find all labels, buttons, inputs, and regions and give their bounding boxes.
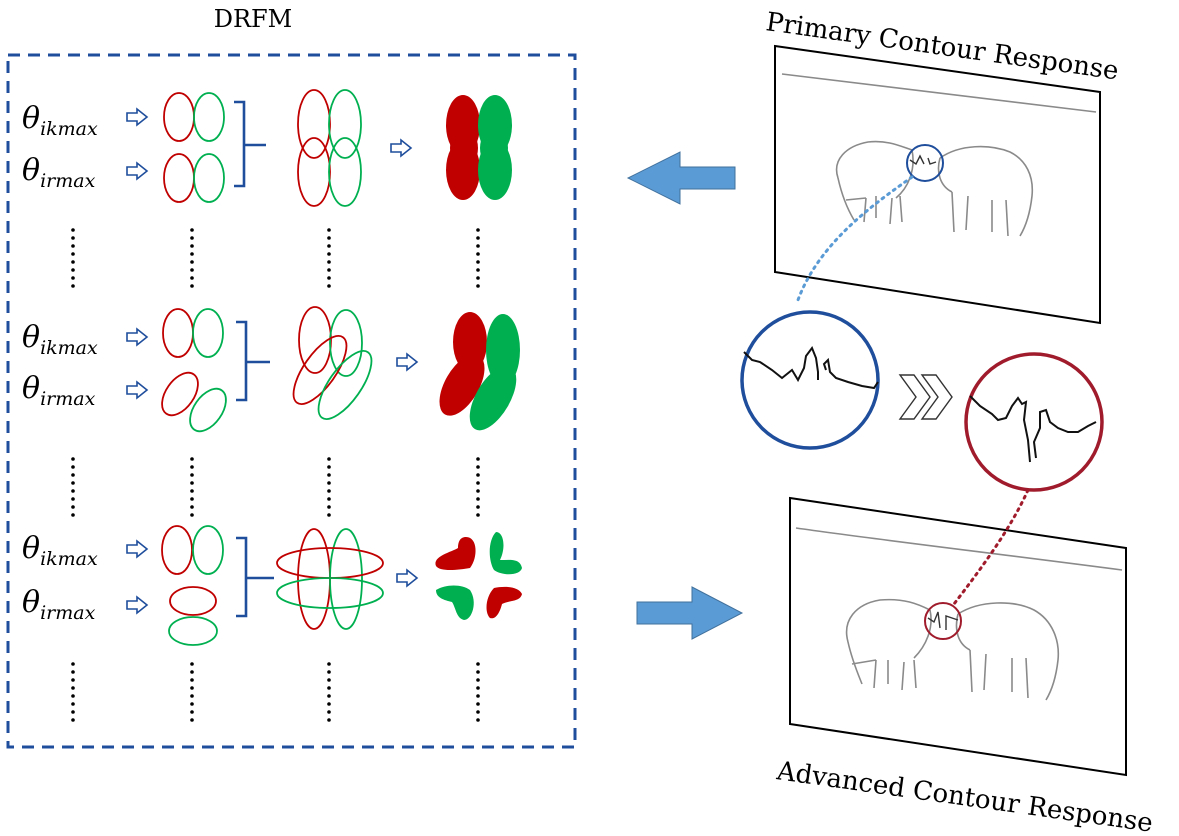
advanced-focus-contour: [927, 611, 959, 630]
primary-contour-panel: [774, 44, 1101, 325]
input-arrow-icon: [126, 540, 148, 558]
left-arrow-icon: [626, 151, 736, 205]
output-arrow-icon: [390, 139, 412, 157]
advanced-focus-circle: [924, 602, 962, 640]
vertical-ellipsis-1: [71, 228, 480, 288]
theta-ikmax-label-3: θikmax: [22, 531, 98, 570]
drfm-dashed-box: [6, 53, 577, 749]
theta-irmax-label-3: θirmax: [22, 585, 96, 624]
input-arrow-icon: [126, 381, 148, 399]
theta-ikmax-label-1: θikmax: [22, 101, 98, 140]
theta-irmax-label-1: θirmax: [22, 153, 96, 192]
advanced-elephant-sketch: [795, 527, 1123, 701]
double-chevron-icon: [898, 374, 953, 420]
input-arrow-icon: [126, 596, 148, 614]
primary-zoom-circle: [740, 310, 880, 450]
advanced-dotted-connector: [952, 488, 1030, 606]
row-2: θikmax θirmax: [22, 306, 520, 433]
input-arrow-icon: [126, 162, 148, 180]
primary-dotted-connector: [796, 175, 914, 302]
theta-ikmax-label-2: θikmax: [22, 320, 98, 359]
row-3: θikmax θirmax: [22, 525, 522, 646]
row-1: θikmax θirmax: [22, 89, 512, 207]
advanced-zoom-circle: [964, 352, 1104, 492]
bracket-icon: [236, 536, 274, 618]
primary-focus-circle: [906, 144, 944, 182]
theta-irmax-label-2: θirmax: [22, 371, 96, 410]
input-arrow-icon: [126, 108, 148, 126]
bracket-icon: [236, 320, 270, 402]
bracket-icon: [234, 100, 266, 188]
advanced-zoom-contour: [969, 395, 1097, 463]
vertical-ellipsis-3: [71, 662, 480, 722]
output-arrow-icon: [396, 569, 418, 587]
primary-focus-contour: [909, 154, 937, 166]
primary-zoom-contour: [743, 345, 879, 390]
right-arrow-icon: [636, 586, 744, 640]
vertical-ellipsis-2: [71, 457, 480, 517]
primary-elephant-sketch: [781, 73, 1097, 237]
input-arrow-icon: [126, 328, 148, 346]
drfm-title: DRFM: [214, 5, 293, 33]
output-arrow-icon: [396, 353, 418, 371]
